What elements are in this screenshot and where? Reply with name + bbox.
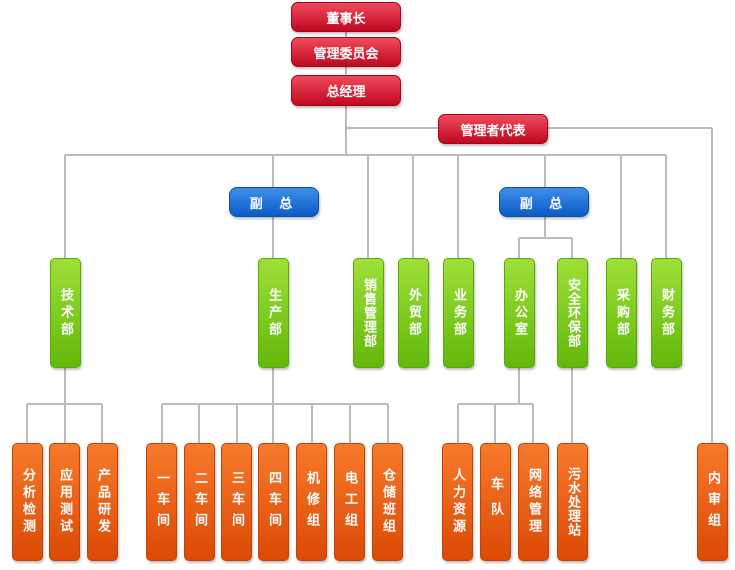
internal-audit-box: 内审组: [697, 443, 728, 561]
deputy-left-box: 副 总: [229, 187, 319, 217]
finance-dept-box: 财务部: [651, 258, 682, 368]
network-team-box: 网络管理: [518, 443, 549, 561]
committee-box: 管理委员会: [291, 37, 401, 67]
sewage-station-box: 污水处理站: [557, 443, 588, 561]
workshop-3-box: 三车间: [221, 443, 252, 561]
business-dept-box: 业务部: [443, 258, 474, 368]
tech-dept-box: 技术部: [50, 258, 81, 368]
storage-team-box: 仓储班组: [372, 443, 403, 561]
deputy-right-box: 副 总: [499, 187, 589, 217]
general-manager-box: 总经理: [291, 75, 401, 106]
workshop-4-box: 四车间: [258, 443, 289, 561]
electrician-team-box: 电工组: [334, 443, 365, 561]
office-box: 办公室: [504, 258, 535, 368]
purchasing-dept-box: 采购部: [606, 258, 637, 368]
maintenance-team-box: 机修组: [296, 443, 327, 561]
analysis-team-box: 分析检测: [12, 443, 43, 561]
rnd-team-box: 产品研发: [87, 443, 118, 561]
hr-team-box: 人力资源: [442, 443, 473, 561]
sales-dept-box: 销售管理部: [353, 258, 384, 368]
app-test-team-box: 应用测试: [49, 443, 80, 561]
workshop-2-box: 二车间: [184, 443, 215, 561]
chairman-box: 董事长: [291, 2, 401, 32]
foreign-trade-dept-box: 外贸部: [398, 258, 429, 368]
fleet-team-box: 车队: [480, 443, 511, 561]
workshop-1-box: 一车间: [146, 443, 177, 561]
management-representative-box: 管理者代表: [438, 114, 548, 144]
production-dept-box: 生产部: [258, 258, 289, 368]
safety-env-dept-box: 安全环保部: [557, 258, 588, 368]
